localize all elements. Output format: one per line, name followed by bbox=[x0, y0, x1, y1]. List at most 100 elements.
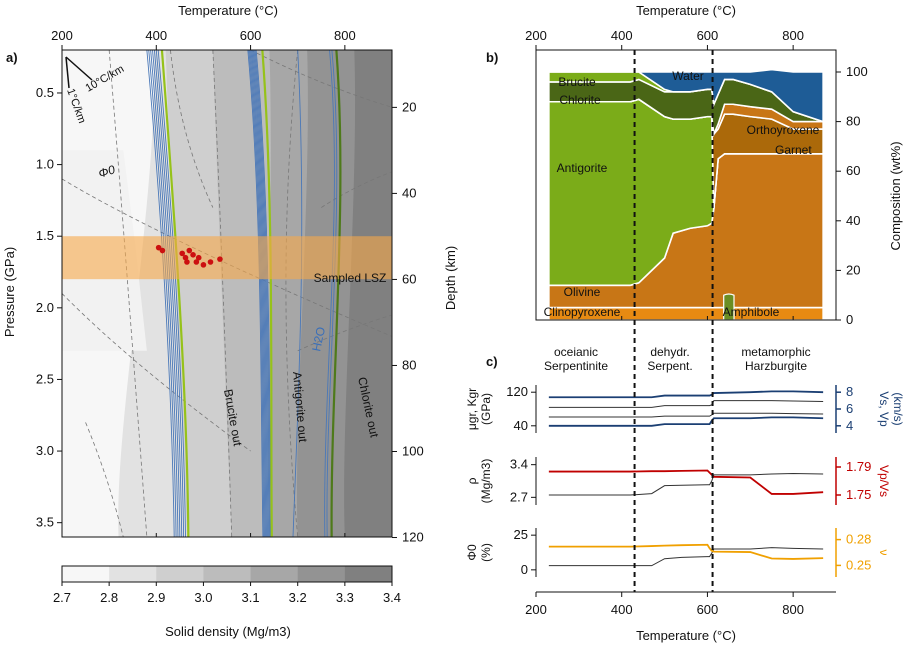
regime-3-line2: Harzburgite bbox=[745, 359, 807, 373]
isopleth-line bbox=[155, 50, 185, 537]
x-tick-label: 800 bbox=[782, 602, 804, 617]
water-contour bbox=[292, 50, 303, 537]
depth-tick-label: 60 bbox=[402, 271, 416, 286]
isopleth-line bbox=[253, 50, 270, 537]
isopleth-line bbox=[251, 50, 268, 537]
colorbar-label: Solid density (Mg/m3) bbox=[165, 624, 291, 639]
property-curve bbox=[548, 400, 824, 408]
panel-c: c) oceianic Serpentinite dehydr. Serpent… bbox=[465, 345, 905, 643]
y-tick-label: 3.5 bbox=[36, 515, 54, 530]
isopleth-line bbox=[324, 50, 335, 537]
property-curve bbox=[548, 547, 824, 567]
property-curve bbox=[548, 412, 824, 418]
regime-2-line2: Serpent. bbox=[647, 359, 692, 373]
sampled-band bbox=[62, 236, 392, 280]
right-y-tick-label: 0.28 bbox=[846, 532, 871, 547]
phi-label: Φ0 bbox=[97, 162, 118, 181]
property-subplots bbox=[548, 390, 824, 567]
depth-tick-label: 40 bbox=[402, 185, 416, 200]
subplot-right-ylabel-unit: (km/s) bbox=[891, 392, 905, 425]
y-tick-label: 40 bbox=[514, 418, 528, 433]
top-x-tick-label: 200 bbox=[51, 28, 73, 43]
composition-label: Water bbox=[672, 69, 704, 83]
depth-tick-label: 100 bbox=[402, 443, 424, 458]
composition-label: Antigorite bbox=[557, 161, 608, 175]
composition-label: Clinopyroxene bbox=[544, 305, 621, 319]
composition-areas bbox=[548, 68, 824, 320]
y-tick-label: 20 bbox=[846, 262, 860, 277]
x-tick-label: 400 bbox=[611, 602, 633, 617]
regime-1-line1: oceianic bbox=[554, 345, 598, 359]
top-x-tick-label: 400 bbox=[611, 28, 633, 43]
water-label: H2O bbox=[309, 326, 328, 353]
isopleth-line bbox=[254, 50, 271, 537]
isopleth-line bbox=[150, 50, 179, 537]
isopleth-line bbox=[146, 50, 175, 537]
property-curve bbox=[548, 416, 824, 427]
y-tick-label: 0 bbox=[521, 562, 528, 577]
subplot-ylabel: ρ bbox=[465, 477, 479, 484]
y-tick-label: 3.0 bbox=[36, 443, 54, 458]
isopleth-line bbox=[326, 50, 338, 537]
panel-a-ylabel: Pressure (GPa) bbox=[2, 247, 17, 337]
colorbar-frame bbox=[61, 565, 393, 583]
composition-label: Olivine bbox=[564, 285, 601, 299]
colorbar-cell bbox=[297, 566, 346, 582]
x-tick-label: 200 bbox=[525, 602, 547, 617]
top-x-tick-label: 600 bbox=[697, 28, 719, 43]
regime-2-line1: dehydr. bbox=[650, 345, 689, 359]
subplot-ylabel: μgr, Kgr bbox=[465, 388, 479, 430]
density-contour bbox=[297, 314, 392, 352]
composition-label: Orthoyroxene bbox=[747, 123, 820, 137]
subplot-right-ylabel: ν bbox=[877, 550, 891, 556]
top-x-tick-label: 400 bbox=[145, 28, 167, 43]
property-curve bbox=[548, 390, 824, 399]
colorbar-cell bbox=[109, 566, 157, 582]
panel-c-letter: c) bbox=[486, 354, 498, 369]
right-y-tick-label: 0.25 bbox=[846, 557, 871, 572]
subplot-ylabel-unit: (Mg/m3) bbox=[479, 459, 493, 504]
depth-tick-label: 80 bbox=[402, 357, 416, 372]
composition-labels: Clinopyroxene Olivine Antigorite Orthoyroxe… bbox=[544, 69, 820, 319]
density-contour bbox=[285, 50, 299, 537]
isopleth-line bbox=[247, 50, 264, 537]
right-y-tick-label: 1.79 bbox=[846, 459, 871, 474]
sample-point bbox=[207, 259, 214, 265]
sample-points bbox=[155, 244, 223, 268]
band-label: Sampled LSZ bbox=[314, 271, 387, 285]
colorbar-tick-label: 3.4 bbox=[383, 590, 401, 605]
y-tick-label: 1.0 bbox=[36, 157, 54, 172]
subplot-ylabel-unit: (GPa) bbox=[479, 393, 493, 425]
regime-3-line1: metamorphic bbox=[741, 345, 810, 359]
isopleth-line bbox=[148, 50, 177, 537]
y-tick-label: 0.5 bbox=[36, 85, 54, 100]
isopleth-line bbox=[252, 50, 269, 537]
density-contour bbox=[321, 171, 392, 208]
colorbar-tick-label: 3.1 bbox=[242, 590, 260, 605]
panel-a-top-xlabel: Temperature (°C) bbox=[178, 3, 278, 18]
panel-b-top-xlabel: Temperature (°C) bbox=[636, 3, 736, 18]
y-tick-label: 3.4 bbox=[510, 457, 528, 472]
colorbar-tick-label: 3.0 bbox=[194, 590, 212, 605]
reaction-lines bbox=[146, 50, 342, 537]
density-contour bbox=[108, 50, 148, 537]
composition-label: Chlorite bbox=[559, 93, 601, 107]
sample-point bbox=[200, 262, 207, 268]
top-x-tick-label: 800 bbox=[334, 28, 356, 43]
composition-label: Garnet bbox=[775, 143, 812, 157]
y-tick-label: 2.0 bbox=[36, 300, 54, 315]
y-tick-label: 40 bbox=[846, 213, 860, 228]
sample-point bbox=[179, 250, 186, 257]
reaction-line bbox=[160, 50, 190, 537]
sample-point bbox=[190, 252, 196, 258]
property-curve bbox=[548, 473, 824, 496]
temperature-markers bbox=[633, 50, 714, 592]
sample-point bbox=[217, 256, 223, 262]
isopleth-line bbox=[157, 50, 186, 537]
right-y-tick-label: 8 bbox=[846, 384, 853, 399]
sample-point bbox=[159, 247, 166, 254]
y-tick-label: 60 bbox=[846, 163, 860, 178]
